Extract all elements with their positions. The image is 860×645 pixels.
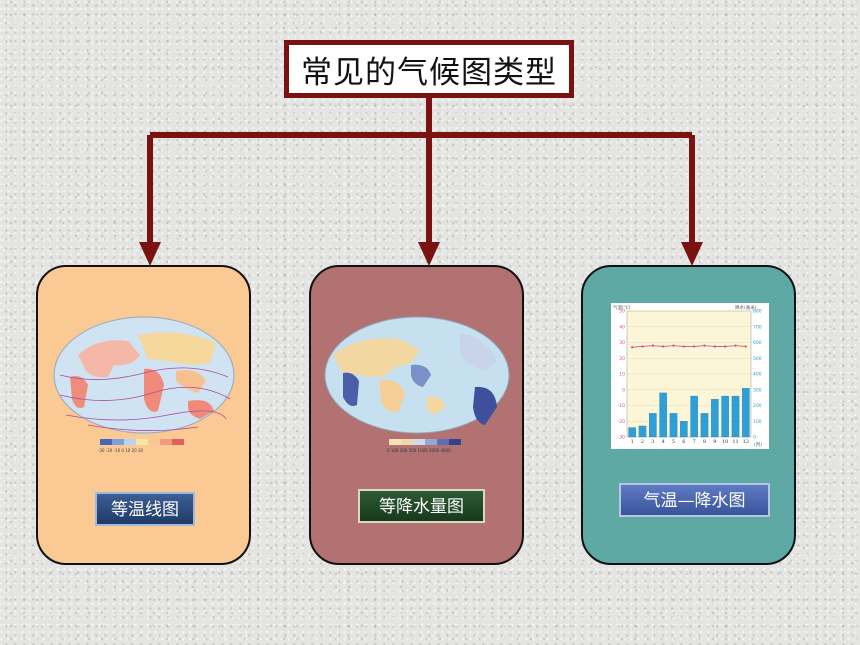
month-tick-label: 6 bbox=[682, 439, 685, 445]
arrowhead-right-icon bbox=[681, 242, 703, 266]
temperature-point bbox=[631, 346, 634, 349]
right-tick-label: 800 bbox=[753, 309, 762, 315]
temperature-point bbox=[713, 345, 716, 348]
right-tick-label: 700 bbox=[753, 324, 762, 330]
right-tick-label: 300 bbox=[753, 387, 762, 393]
arrowhead-left-icon bbox=[139, 242, 161, 266]
isotherm-legend-ticks: -30 -20 -10 0 10 20 30 bbox=[98, 448, 144, 453]
month-tick-label: 7 bbox=[693, 439, 696, 445]
temperature-point bbox=[641, 345, 644, 348]
right-axis-title: 降水(毫米) bbox=[735, 304, 757, 311]
right-tick-label: 400 bbox=[753, 372, 762, 378]
left-tick-label: 40 bbox=[619, 324, 625, 330]
month-tick-label: 12 bbox=[743, 439, 749, 445]
precipitation-bar bbox=[669, 413, 678, 438]
temperature-point bbox=[662, 345, 665, 348]
precipitation-bar bbox=[721, 395, 729, 438]
isotherm-map-label: 等温线图 bbox=[95, 492, 195, 526]
temperature-point bbox=[724, 345, 727, 348]
temperature-point bbox=[744, 345, 747, 348]
precipitation-bar bbox=[711, 399, 719, 438]
card-isotherm-map[interactable]: -30 -20 -10 0 10 20 30 等温线图 bbox=[36, 265, 251, 565]
precipitation-bar bbox=[742, 388, 750, 438]
month-tick-label: 10 bbox=[722, 439, 728, 445]
month-tick-label: 1 bbox=[631, 439, 634, 445]
precipitation-bar bbox=[700, 413, 709, 438]
temperature-point bbox=[703, 344, 706, 347]
climate-chart-thumbnail: 气温(℃) 降水(毫米) (月) 50403020100-10-20-30800… bbox=[611, 303, 769, 449]
temperature-point bbox=[693, 345, 696, 348]
right-tick-label: 200 bbox=[753, 403, 762, 409]
right-tick-label: 100 bbox=[753, 419, 762, 425]
month-unit: (月) bbox=[754, 442, 762, 448]
month-tick-label: 11 bbox=[732, 439, 738, 445]
precipitation-bar bbox=[649, 413, 657, 438]
left-tick-label: 50 bbox=[619, 309, 625, 315]
climate-chart-label: 气温—降水图 bbox=[619, 483, 770, 517]
right-tick-label: 500 bbox=[753, 356, 762, 362]
isotherm-map-thumbnail bbox=[53, 316, 235, 445]
arrowhead-center-icon bbox=[418, 242, 440, 266]
temperature-point bbox=[682, 345, 685, 348]
page-title: 常见的气候图类型 bbox=[301, 54, 557, 91]
left-tick-label: 0 bbox=[622, 387, 625, 393]
temperature-point bbox=[734, 344, 737, 347]
left-tick-label: 30 bbox=[619, 340, 625, 346]
month-tick-label: 2 bbox=[641, 439, 644, 445]
temperature-line bbox=[632, 345, 746, 348]
month-tick-label: 5 bbox=[672, 439, 675, 445]
left-tick-label: -10 bbox=[618, 403, 625, 409]
precipitation-bar bbox=[731, 395, 740, 438]
precipitation-bar bbox=[638, 425, 647, 438]
month-tick-label: 9 bbox=[713, 439, 716, 445]
left-tick-label: -20 bbox=[618, 419, 625, 425]
precipitation-bar bbox=[690, 395, 698, 438]
connector-lines bbox=[147, 98, 695, 244]
card-precipitation-map[interactable]: 0 100 200 500 1000 2000 4000 等降水量图 bbox=[309, 265, 524, 565]
month-tick-label: 8 bbox=[703, 439, 706, 445]
right-tick-label: 0 bbox=[753, 435, 756, 441]
precipitation-map-label: 等降水量图 bbox=[358, 489, 485, 523]
precipitation-bar bbox=[659, 392, 667, 438]
left-tick-label: 10 bbox=[619, 372, 625, 378]
left-tick-label: -30 bbox=[618, 435, 625, 441]
precipitation-map-thumbnail bbox=[324, 316, 510, 445]
left-tick-label: 20 bbox=[619, 356, 625, 362]
right-tick-label: 600 bbox=[753, 340, 762, 346]
precipitation-legend-ticks: 0 100 200 500 1000 2000 4000 bbox=[387, 448, 451, 453]
precipitation-bar bbox=[628, 427, 636, 438]
title-box: 常见的气候图类型 bbox=[284, 40, 574, 98]
precipitation-bar bbox=[680, 421, 688, 438]
month-tick-label: 3 bbox=[651, 439, 654, 445]
month-tick-label: 4 bbox=[662, 439, 665, 445]
temperature-point bbox=[651, 344, 654, 347]
left-axis-title: 气温(℃) bbox=[613, 304, 631, 311]
temperature-point bbox=[672, 344, 675, 347]
